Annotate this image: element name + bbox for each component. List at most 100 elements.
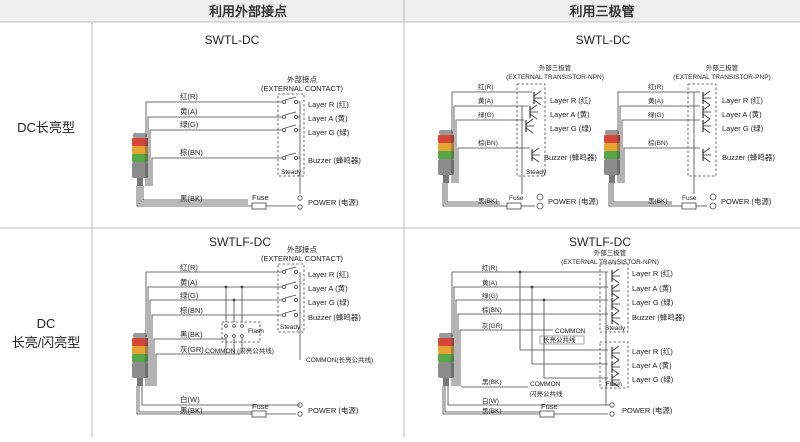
contact-switch-icon (281, 266, 298, 317)
wire-label: 黑(BK) (180, 406, 203, 415)
transistor-icon (611, 268, 621, 284)
wire-label: 黑(BK) (482, 407, 502, 415)
panel-swtlf-dc-contact: SWTLF-DC 外部接点 (EXTERNAL CONTACT) 红(R) 黄(… (132, 235, 373, 418)
power-label: POWER (电源) (622, 405, 673, 415)
wire-label: 棕(BN) (482, 305, 502, 314)
transistor-icon (611, 283, 621, 299)
ext-subtitle: (EXTERNAL CONTACT) (261, 84, 344, 93)
steady-label: Steady (526, 169, 547, 176)
common-steady-label: COMMON(长亮公共线) (306, 355, 373, 364)
common-steady-cn-label: 长亮公共线 (543, 335, 576, 344)
output-label: Layer A (黄) (722, 109, 762, 119)
output-label: Layer R (红) (632, 268, 673, 278)
flash-label: Flash (606, 381, 622, 388)
output-label: Layer G (绿) (632, 375, 674, 384)
wire-label: 红(R) (180, 262, 198, 272)
external-transistor-box (599, 341, 629, 389)
ext-subtitle: (EXTERNAL TRANSISTOR-NPN) (506, 74, 604, 81)
plus-terminal-icon (536, 193, 544, 201)
wire-label: 黑(BK) (180, 330, 203, 339)
wire-label: 棕(BN) (648, 138, 668, 147)
output-label: Layer A (黄) (632, 360, 672, 370)
fuse-icon (251, 410, 267, 418)
common-flash-label: COMMON (530, 381, 561, 388)
external-transistor-box (516, 83, 546, 177)
header-external-contact: 利用外部接点 (209, 4, 287, 19)
transistor-icon (529, 104, 539, 120)
external-transistor-box (599, 263, 629, 333)
output-label: Layer R (红) (308, 99, 349, 109)
transistor-icon (611, 359, 621, 375)
steady-label: Steady (281, 169, 302, 176)
wire-label: 绿(G) (478, 110, 494, 119)
panel-swtl-dc-contact: SWTL-DC 外部接点 (EXTERNAL CONTACT) 红(R) 黄(A… (132, 33, 361, 210)
wire-label: 绿(G) (180, 291, 199, 300)
model-title: SWTLF-DC (569, 235, 631, 249)
output-label: Buzzer (蜂鸣器) (544, 152, 597, 162)
power-label: POWER (电源) (721, 196, 772, 206)
fuse-label: Fuse (682, 195, 697, 202)
output-label: Layer G (绿) (722, 124, 764, 133)
power-label: POWER (电源) (308, 405, 359, 415)
ext-subtitle: (EXTERNAL TRANSISTOR-NPN) (561, 259, 659, 266)
wire-label: 绿(G) (648, 110, 664, 119)
fuse-label: Fuse (541, 402, 558, 411)
wire-label: 灰(GR) (482, 321, 503, 330)
wire-label: 白(W) (180, 394, 200, 404)
header-transistor: 利用三极管 (569, 4, 634, 19)
wire-label: 黄(A) (482, 278, 497, 287)
flash-contact-box (221, 321, 261, 343)
transistor-icon (702, 90, 712, 106)
plus-terminal-icon (709, 193, 717, 201)
contact-switch-icon (281, 96, 298, 160)
wire-label: 黑(BK) (180, 194, 203, 203)
ext-title: 外部三极管 (594, 248, 627, 257)
ext-title: 外部三极管 (706, 63, 739, 72)
panel-swtlf-dc-npn: SWTLF-DC 外部三极管 (EXTERNAL TRANSISTOR-NPN)… (438, 235, 685, 418)
wire-label: 灰(GR) (180, 344, 204, 354)
wire-label: 绿(G) (482, 291, 498, 300)
transistor-icon (702, 118, 712, 134)
transistor-icon (702, 147, 712, 163)
wire-label: 红(R) (478, 82, 494, 91)
panel-swtl-dc-npn: SWTL-DC 外部三极管 (EXTERNAL TRANSISTOR-NPN) … (438, 33, 631, 210)
common-flash-label: COMMON (闪亮公共线) (205, 346, 274, 355)
output-label: Layer R (红) (308, 269, 349, 279)
fuse-label: Fuse (509, 195, 524, 202)
minus-terminal-icon (709, 202, 717, 210)
transistor-icon (702, 104, 712, 120)
wire-label: 黄(A) (180, 277, 198, 287)
model-title: SWTL-DC (205, 33, 260, 47)
wire-label: 黄(A) (648, 96, 663, 105)
output-label: Buzzer (蜂鸣器) (632, 312, 685, 322)
panel-swtl-dc-pnp: 外部三极管 (EXTERNAL TRANSISTOR-PNP) 红(R) 黄(A… (604, 63, 775, 210)
fuse-icon (539, 410, 555, 418)
wire-label: 红(R) (180, 91, 198, 101)
transistor-icon (611, 310, 621, 326)
wire-label: 白(W) (482, 396, 499, 405)
fuse-label: Fuse (252, 402, 269, 411)
output-label: Layer G (绿) (308, 298, 350, 307)
wire-label: 红(R) (648, 82, 664, 91)
output-label: Layer A (黄) (632, 283, 672, 293)
fuse-label: Fuse (252, 193, 269, 202)
row-label-steady-flash: 长亮/闪亮型 (12, 335, 81, 350)
ext-title: 外部接点 (287, 244, 317, 254)
output-label: Layer R (红) (722, 95, 763, 105)
output-label: Layer A (黄) (550, 109, 590, 119)
ext-title: 外部三极管 (539, 63, 572, 72)
steady-label: Steady (605, 325, 626, 332)
wire-label: 黑(BK) (648, 197, 668, 205)
output-label: Layer R (红) (550, 95, 591, 105)
common-flash-cn-label: 闪亮公共线 (530, 389, 563, 398)
transistor-icon (525, 118, 535, 134)
ext-subtitle: (EXTERNAL TRANSISTOR-PNP) (673, 74, 770, 81)
output-label: Layer G (绿) (550, 124, 592, 133)
output-label: Buzzer (蜂鸣器) (308, 312, 361, 322)
transistor-icon (611, 296, 621, 312)
header-bar (0, 0, 800, 22)
fuse-icon (251, 202, 267, 210)
wire-label: 黄(A) (180, 106, 198, 116)
